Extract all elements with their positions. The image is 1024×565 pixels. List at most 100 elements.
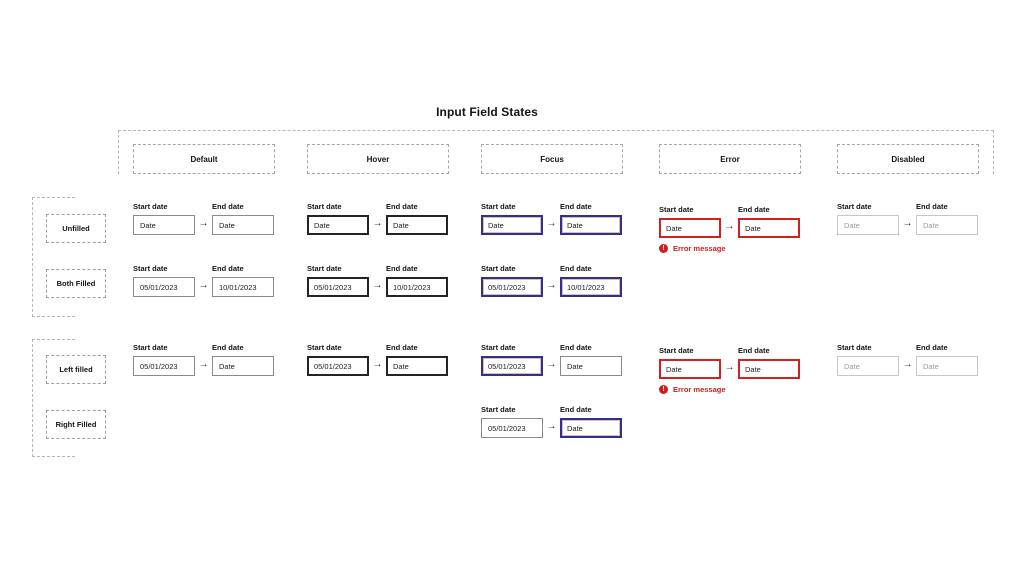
date-range-default-left_filled: Start date 05/01/2023 → End date Date (133, 344, 274, 376)
start-date-input[interactable]: Date (837, 215, 899, 235)
arrow-right-icon: → (372, 280, 383, 291)
start-date-label: Start date (837, 202, 872, 211)
error-icon: ! (659, 244, 668, 253)
end-date-group: End date Date (212, 203, 274, 235)
arrow-right-icon: → (546, 218, 557, 229)
start-date-input[interactable]: 05/01/2023 (481, 418, 543, 438)
start-date-group: Start date 05/01/2023 (307, 344, 369, 376)
start-date-label: Start date (659, 205, 694, 214)
end-date-label: End date (916, 343, 948, 352)
end-date-group: End date 10/01/2023 (386, 265, 448, 297)
date-range-hover-unfilled: Start date Date → End date Date (307, 203, 448, 235)
group-bracket-top (32, 197, 75, 317)
start-date-label: Start date (133, 264, 168, 273)
error-message: ! Error message (659, 385, 726, 394)
state-header-label: Default (190, 154, 218, 164)
date-range-default-unfilled: Start date Date → End date Date (133, 203, 274, 235)
end-date-input[interactable]: Date (212, 356, 274, 376)
end-date-input[interactable]: Date (386, 215, 448, 235)
arrow-right-icon: → (546, 280, 557, 291)
state-header-label: Error (720, 154, 740, 164)
page-title: Input Field States (436, 105, 538, 119)
end-date-label: End date (386, 202, 418, 211)
date-range-default-both_filled: Start date 05/01/2023 → End date 10/01/2… (133, 265, 274, 297)
start-date-label: Start date (133, 202, 168, 211)
end-date-input[interactable]: Date (212, 215, 274, 235)
start-date-group: Start date Date (837, 203, 899, 235)
end-date-input[interactable]: 10/01/2023 (386, 277, 448, 297)
date-range-error-left_filled: Start date Date → End date Date ! Error … (659, 347, 800, 394)
end-date-label: End date (738, 346, 770, 355)
fill-row-label-unfilled: Unfilled (46, 214, 106, 243)
error-icon: ! (659, 385, 668, 394)
end-date-input[interactable]: Date (916, 215, 978, 235)
fill-row-label-text: Right Filled (55, 420, 97, 429)
end-date-group: End date Date (560, 406, 622, 438)
end-date-group: End date Date (738, 347, 800, 379)
start-date-group: Start date 05/01/2023 (481, 344, 543, 376)
start-date-label: Start date (307, 343, 342, 352)
end-date-group: End date Date (212, 344, 274, 376)
arrow-right-icon: → (902, 218, 913, 229)
date-range-error-unfilled: Start date Date → End date Date ! Error … (659, 205, 800, 253)
start-date-input[interactable]: Date (837, 356, 899, 376)
arrow-right-icon: → (372, 359, 383, 370)
end-date-input[interactable]: 10/01/2023 (560, 277, 622, 297)
arrow-right-icon: → (198, 359, 209, 370)
arrow-right-icon: → (902, 359, 913, 370)
fill-row-label-left_filled: Left filled (46, 355, 106, 384)
start-date-group: Start date 05/01/2023 (133, 344, 195, 376)
start-date-input[interactable]: 05/01/2023 (481, 277, 543, 297)
end-date-group: End date Date (560, 344, 622, 376)
state-header-hover: Hover (307, 144, 449, 174)
end-date-input[interactable]: Date (738, 359, 800, 379)
end-date-label: End date (560, 343, 592, 352)
end-date-input[interactable]: Date (738, 218, 800, 238)
end-date-input[interactable]: Date (560, 215, 622, 235)
arrow-right-icon: → (198, 218, 209, 229)
end-date-input[interactable]: Date (916, 356, 978, 376)
start-date-group: Start date Date (133, 203, 195, 235)
start-date-input[interactable]: Date (307, 215, 369, 235)
start-date-label: Start date (481, 264, 516, 273)
start-date-input[interactable]: 05/01/2023 (307, 277, 369, 297)
end-date-group: End date Date (738, 206, 800, 238)
start-date-group: Start date 05/01/2023 (481, 406, 543, 438)
end-date-group: End date Date (916, 203, 978, 235)
start-date-input[interactable]: 05/01/2023 (307, 356, 369, 376)
fill-row-label-text: Left filled (59, 365, 93, 374)
end-date-group: End date Date (386, 344, 448, 376)
start-date-input[interactable]: 05/01/2023 (133, 356, 195, 376)
start-date-input[interactable]: 05/01/2023 (133, 277, 195, 297)
start-date-input[interactable]: Date (659, 218, 721, 238)
end-date-label: End date (386, 343, 418, 352)
end-date-input[interactable]: Date (560, 356, 622, 376)
fill-row-label-text: Unfilled (62, 224, 90, 233)
start-date-input[interactable]: Date (481, 215, 543, 235)
start-date-group: Start date Date (481, 203, 543, 235)
arrow-right-icon: → (724, 221, 735, 232)
end-date-label: End date (916, 202, 948, 211)
end-date-group: End date Date (386, 203, 448, 235)
start-date-label: Start date (481, 202, 516, 211)
end-date-label: End date (212, 343, 244, 352)
start-date-label: Start date (837, 343, 872, 352)
start-date-group: Start date Date (307, 203, 369, 235)
arrow-right-icon: → (546, 359, 557, 370)
start-date-label: Start date (481, 343, 516, 352)
fill-row-label-right_filled: Right Filled (46, 410, 106, 439)
start-date-group: Start date 05/01/2023 (133, 265, 195, 297)
start-date-label: Start date (307, 202, 342, 211)
start-date-group: Start date 05/01/2023 (481, 265, 543, 297)
error-message: ! Error message (659, 244, 726, 253)
end-date-input[interactable]: 10/01/2023 (212, 277, 274, 297)
start-date-input[interactable]: Date (133, 215, 195, 235)
end-date-input[interactable]: Date (386, 356, 448, 376)
start-date-input[interactable]: 05/01/2023 (481, 356, 543, 376)
start-date-input[interactable]: Date (659, 359, 721, 379)
date-range-focus-both_filled: Start date 05/01/2023 → End date 10/01/2… (481, 265, 622, 297)
end-date-label: End date (386, 264, 418, 273)
end-date-input[interactable]: Date (560, 418, 622, 438)
error-message-text: Error message (673, 244, 726, 253)
